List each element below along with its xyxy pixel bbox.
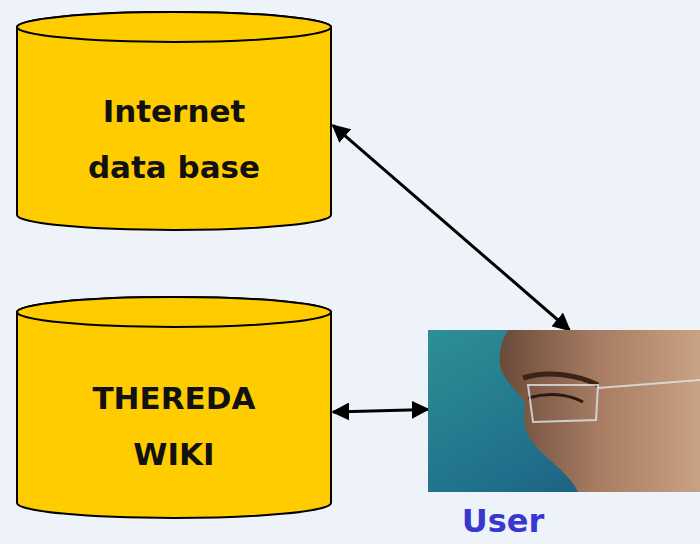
double-arrow — [333, 409, 428, 412]
node-label: Internet data base — [67, 83, 282, 195]
user-photo — [428, 330, 700, 492]
double-arrow — [333, 125, 569, 330]
node-label: THEREDA WIKI — [67, 370, 282, 482]
database-cylinder: THEREDA WIKI — [15, 295, 333, 520]
user-label: User — [428, 502, 578, 540]
user-node: User — [428, 330, 700, 492]
database-cylinder: Internet data base — [15, 10, 333, 232]
